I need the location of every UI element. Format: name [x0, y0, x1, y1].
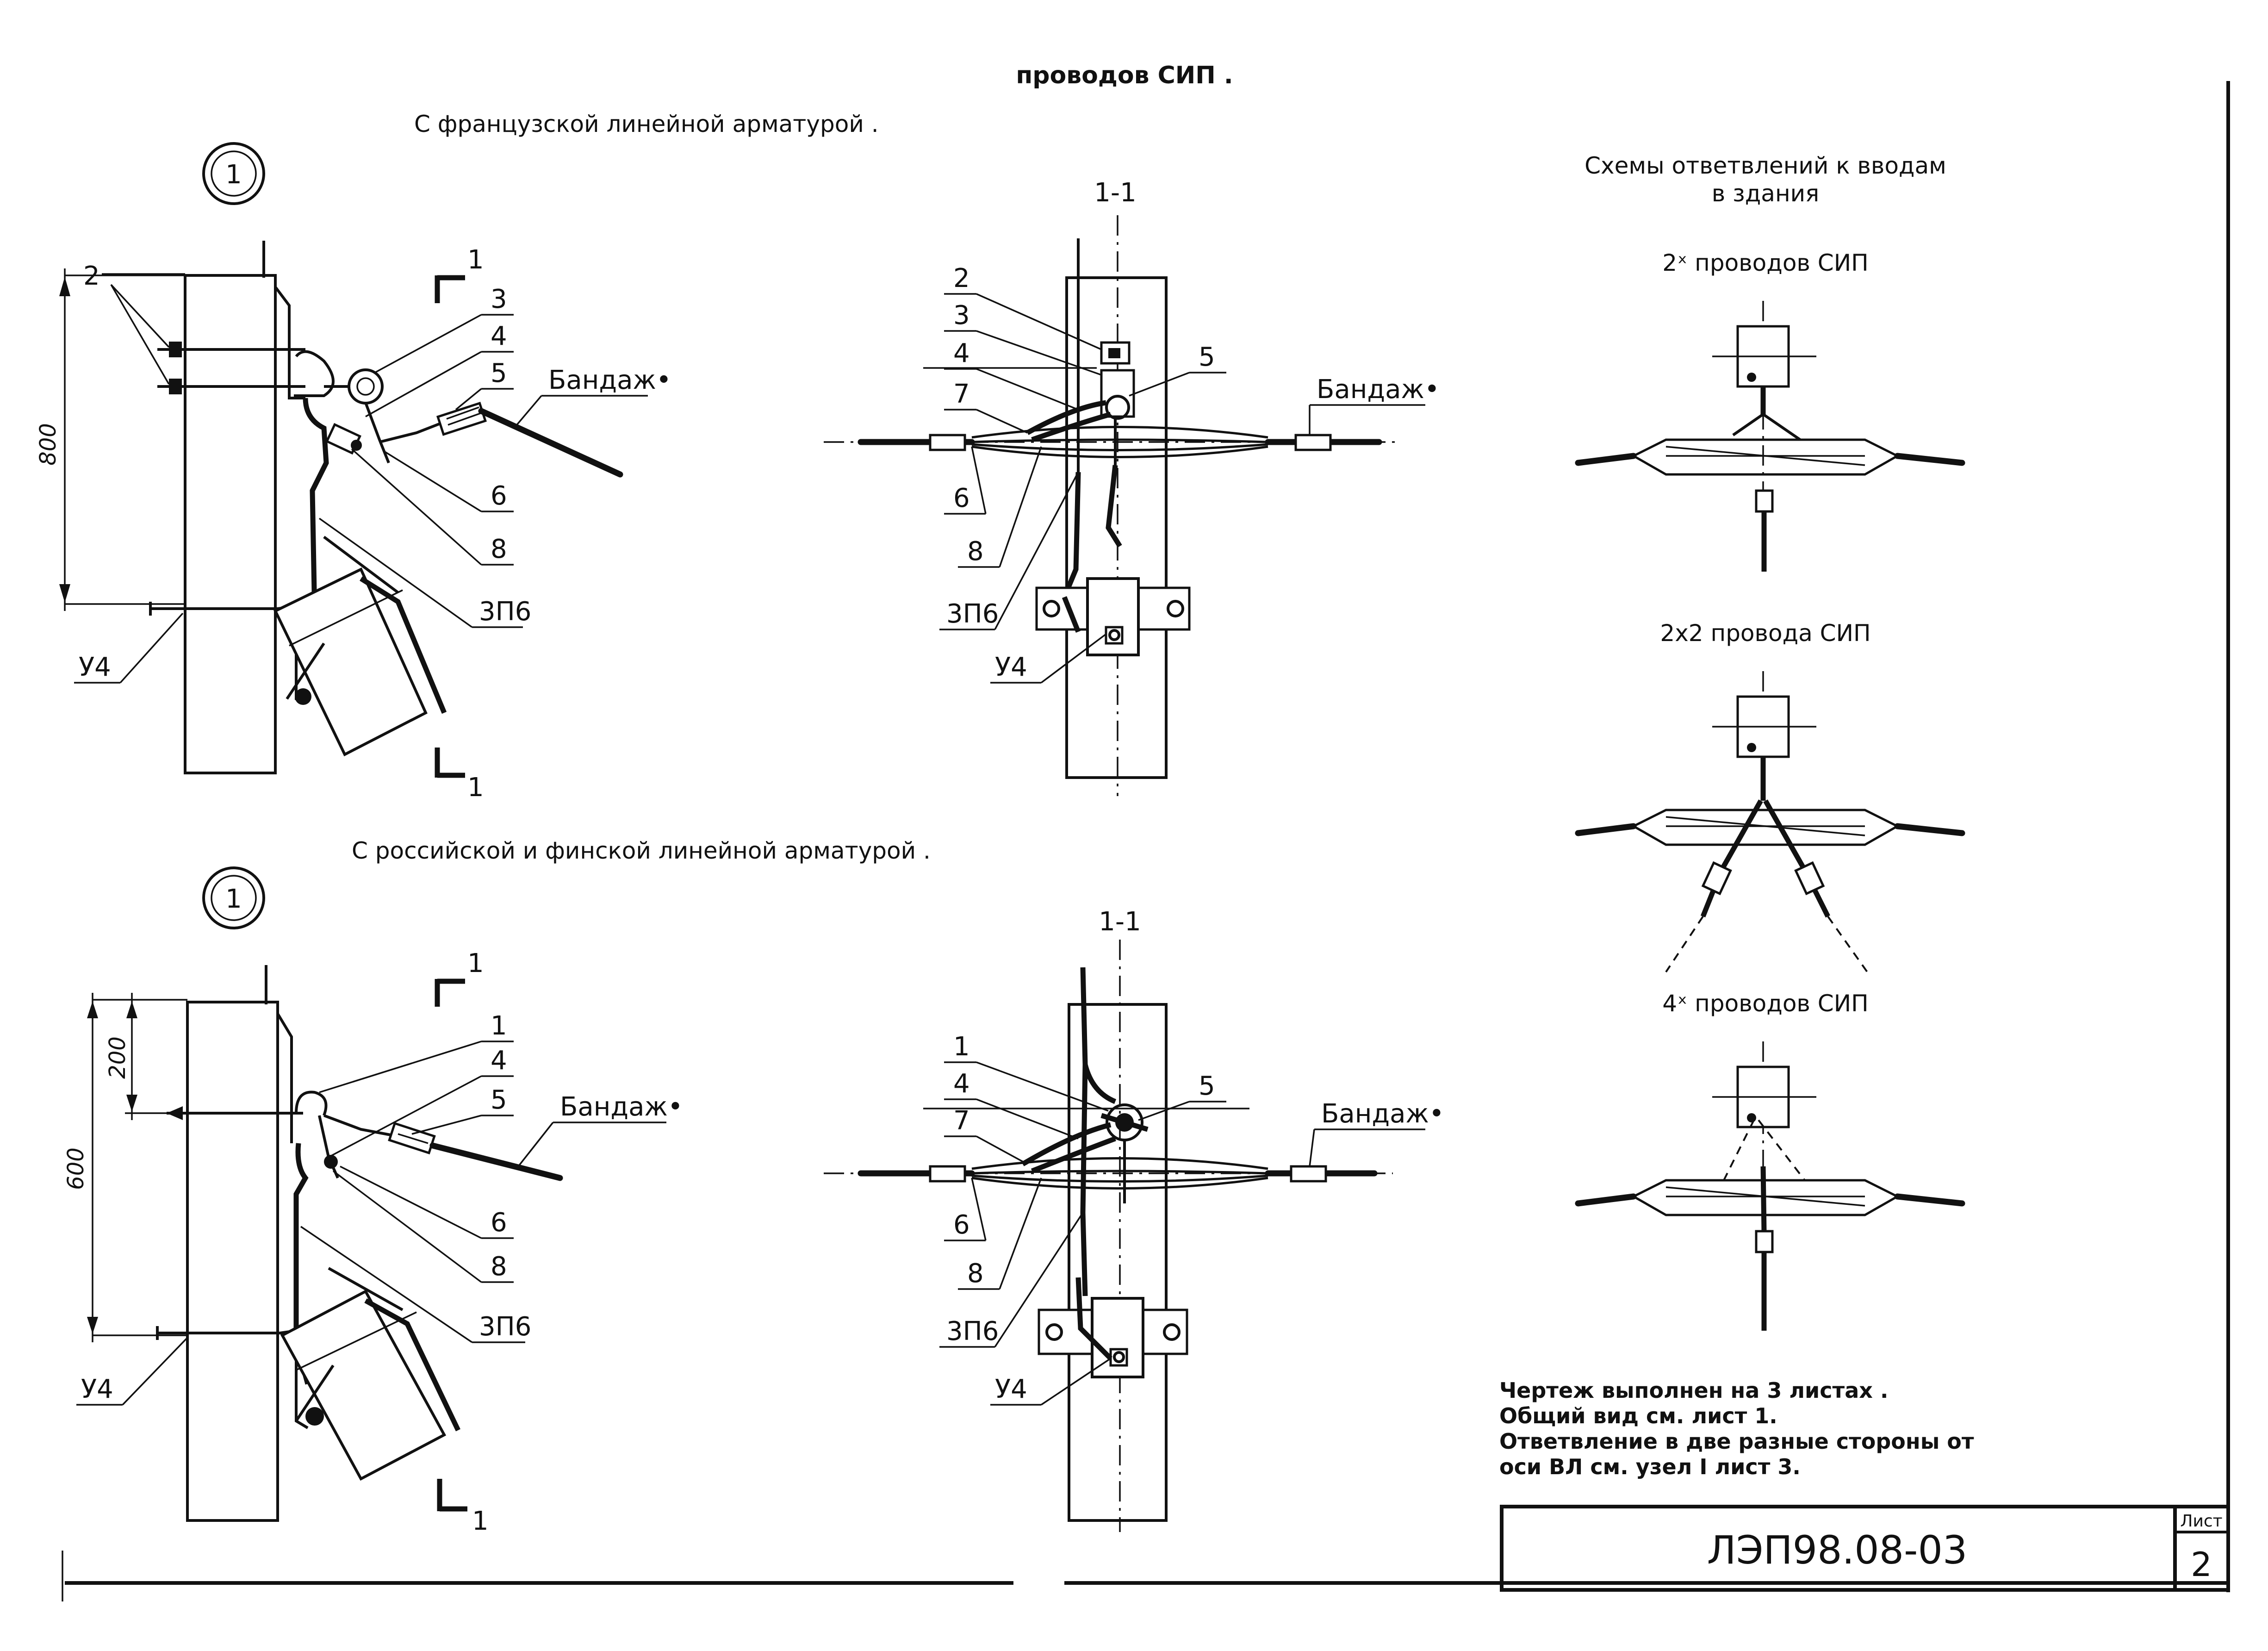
svg-text:4: 4: [953, 338, 970, 368]
svg-text:600: 600: [63, 1147, 89, 1190]
svg-text:6: 6: [491, 481, 507, 511]
svg-text:4: 4: [953, 1069, 970, 1099]
svg-text:5: 5: [491, 358, 507, 388]
svg-text:8: 8: [491, 1252, 507, 1282]
svg-text:7: 7: [953, 1106, 970, 1136]
svg-text:5: 5: [491, 1085, 507, 1115]
svg-text:4: 4: [491, 1046, 507, 1076]
leaders-bottom-side: 1 4 5 Бандаж• 6 8 3П6 У4: [76, 1011, 683, 1406]
section-title-top: 1-1: [1094, 178, 1136, 208]
svg-text:1: 1: [225, 160, 242, 190]
section-mark-top: 1 1: [435, 245, 484, 803]
svg-text:3П6: 3П6: [946, 599, 999, 629]
page-title: проводов СИП .: [1016, 62, 1233, 89]
note-line-2: Общий вид см. лист 1.: [1499, 1403, 1777, 1428]
svg-text:1: 1: [953, 1032, 970, 1062]
sheet-label: Лист: [2180, 1512, 2222, 1531]
schemes-title-line1: Схемы ответвлений к вводам: [1584, 152, 1946, 179]
sheet-number: 2: [2191, 1545, 2212, 1584]
svg-text:2: 2: [83, 261, 100, 291]
leaders-top-side: 2 3 4 5 Бандаж• 6 8 3П6 У4: [74, 261, 671, 684]
document-code: ЛЭП98.08-03: [1707, 1527, 1968, 1573]
title-block: ЛЭП98.08-03 Лист 2: [1500, 1505, 2230, 1592]
leaders-bottom-section: 1 4 5 7 Бандаж• 6 8 3П6 У4: [939, 1032, 1444, 1406]
notes-block: Чертеж выполнен на 3 листах . Общий вид …: [1499, 1378, 1974, 1479]
side-view-top: [149, 241, 623, 774]
svg-text:3П6: 3П6: [479, 1312, 531, 1342]
svg-text:Бандаж•: Бандаж•: [1317, 374, 1440, 405]
svg-text:4: 4: [491, 321, 507, 351]
scheme2-label: 2х2 провода СИП: [1660, 620, 1870, 647]
node-marker-bottom: 1: [202, 866, 265, 929]
svg-text:5: 5: [1199, 1071, 1215, 1101]
svg-text:8: 8: [967, 1258, 984, 1289]
section-view-bottom: [824, 940, 1393, 1532]
svg-text:8: 8: [491, 534, 507, 564]
svg-text:1: 1: [467, 773, 484, 803]
svg-text:3П6: 3П6: [479, 597, 531, 627]
node-marker-top: 1: [202, 142, 265, 205]
section-mark-bottom: 1 1: [435, 948, 489, 1536]
side-view-bottom: [156, 965, 563, 1522]
svg-text:У4: У4: [995, 1374, 1027, 1404]
section-view-top: [824, 215, 1398, 796]
svg-text:6: 6: [491, 1208, 507, 1238]
svg-text:Бандаж•: Бандаж•: [1321, 1099, 1444, 1129]
note-line-4: оси ВЛ см. узел I лист 3.: [1499, 1454, 1801, 1479]
svg-text:6: 6: [953, 1210, 970, 1240]
svg-text:3: 3: [491, 284, 507, 314]
svg-text:8: 8: [967, 536, 984, 567]
note-line-3: Ответвление в две разные стороны от: [1499, 1429, 1974, 1454]
leaders-top-section: 2 3 4 5 7 Бандаж• 6 8 3П6 У4: [939, 263, 1440, 684]
svg-text:У4: У4: [81, 1374, 113, 1404]
caption-russian-finnish-fittings: С российской и финской линейной арматуро…: [352, 837, 931, 864]
dimensions-bottom: 200 600: [63, 993, 187, 1342]
svg-text:У4: У4: [995, 652, 1027, 682]
scheme3-diagram: [1575, 1041, 1965, 1331]
svg-text:5: 5: [1199, 342, 1215, 372]
svg-text:6: 6: [953, 483, 970, 513]
scheme3-label: 4ˣ проводов СИП: [1662, 990, 1868, 1017]
caption-french-fittings: С французской линейной арматурой .: [414, 111, 879, 137]
svg-text:200: 200: [105, 1036, 130, 1079]
svg-text:Бандаж•: Бандаж•: [560, 1092, 683, 1122]
svg-text:Бандаж•: Бандаж•: [548, 365, 671, 395]
sheet-frame: [62, 81, 2230, 1601]
svg-text:3П6: 3П6: [946, 1316, 999, 1346]
note-line-1: Чертеж выполнен на 3 листах .: [1499, 1378, 1888, 1403]
svg-text:3: 3: [953, 300, 970, 330]
svg-text:7: 7: [953, 379, 970, 409]
svg-text:2: 2: [953, 263, 970, 293]
svg-text:1: 1: [225, 884, 242, 914]
dimension-800: 800: [35, 268, 185, 611]
svg-text:1: 1: [467, 245, 484, 275]
schemes-title-line2: в здания: [1712, 180, 1819, 207]
svg-text:800: 800: [35, 423, 61, 466]
svg-text:1: 1: [472, 1506, 489, 1536]
scheme1-diagram: [1575, 301, 1965, 572]
scheme1-label: 2ˣ проводов СИП: [1662, 249, 1868, 276]
svg-text:1: 1: [467, 948, 484, 978]
svg-text:У4: У4: [79, 652, 111, 682]
svg-text:1: 1: [491, 1011, 507, 1041]
scheme2-diagram: [1575, 671, 1965, 973]
section-title-bottom: 1-1: [1099, 907, 1141, 937]
